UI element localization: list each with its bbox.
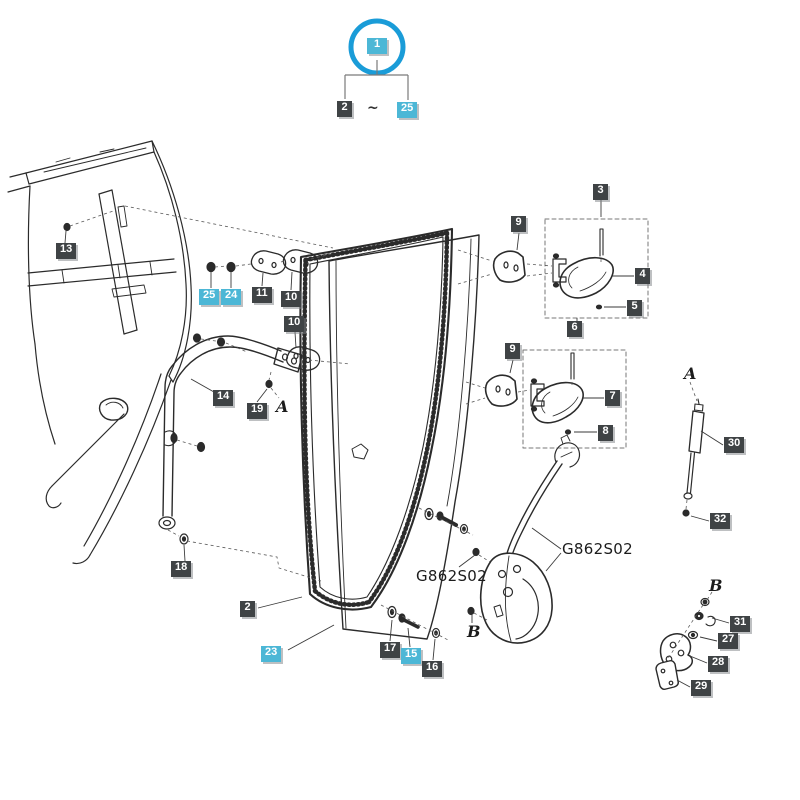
part-label-30[interactable]: 30	[724, 437, 745, 453]
view-letter-a-strut: A	[684, 364, 697, 383]
part-label-28[interactable]: 28	[708, 656, 729, 672]
gas-strut	[682, 398, 705, 517]
part-label-13[interactable]: 13	[56, 243, 77, 259]
range-tilde: ~	[367, 100, 379, 116]
part-label-18[interactable]: 18	[171, 561, 192, 577]
part-label-11[interactable]: 11	[252, 287, 272, 303]
part-label-17[interactable]: 17	[380, 642, 401, 658]
part-label-15[interactable]: 15	[401, 648, 422, 664]
door-latch-assembly	[467, 434, 581, 644]
view-letter-a-mid: A	[276, 397, 289, 416]
part-label-27[interactable]: 27	[718, 633, 739, 649]
door-handle-rod	[158, 333, 303, 530]
part-label-24[interactable]: 24	[221, 289, 242, 305]
view-letter-b-center: B	[467, 622, 481, 641]
view-letter-b-right: B	[709, 576, 723, 595]
striker-hardware	[655, 597, 716, 690]
assembly-callout-graphics	[344, 18, 409, 100]
callout-range-start[interactable]: 2	[337, 101, 352, 117]
part-label-5[interactable]: 5	[627, 300, 642, 316]
leader-lines	[64, 200, 730, 688]
part-label-9-mid[interactable]: 9	[505, 343, 520, 359]
part-label-6[interactable]: 6	[567, 321, 582, 337]
part-label-19[interactable]: 19	[247, 403, 268, 419]
ref-code-left: G862S02	[416, 567, 487, 585]
cab-frame-sketch	[7, 140, 192, 565]
door-seal	[299, 227, 454, 611]
mounting-plates	[250, 249, 321, 371]
callout-1-main[interactable]: 1	[367, 38, 387, 54]
handle-group-upper	[492, 218, 649, 319]
part-label-7[interactable]: 7	[605, 390, 620, 406]
callout-range-end[interactable]: 25	[397, 102, 418, 118]
dashed-alignment-lines	[69, 205, 713, 661]
part-label-16[interactable]: 16	[422, 661, 443, 677]
part-label-25[interactable]: 25	[199, 289, 220, 305]
part-label-3[interactable]: 3	[593, 184, 608, 200]
part-label-4[interactable]: 4	[635, 268, 650, 284]
part-label-10-a[interactable]: 10	[281, 291, 302, 307]
part-label-9-top[interactable]: 9	[511, 216, 526, 232]
part-label-29[interactable]: 29	[691, 680, 712, 696]
handle-group-lower	[484, 349, 627, 449]
ref-code-right: G862S02	[562, 540, 633, 558]
part-label-31[interactable]: 31	[730, 616, 751, 632]
part-label-14[interactable]: 14	[213, 390, 234, 406]
part-label-23[interactable]: 23	[261, 646, 282, 662]
part-label-10-b[interactable]: 10	[284, 316, 305, 332]
part-label-32[interactable]: 32	[710, 513, 731, 529]
part-label-2[interactable]: 2	[240, 601, 255, 617]
range-bracket	[344, 60, 409, 100]
part-label-8[interactable]: 8	[598, 425, 613, 441]
